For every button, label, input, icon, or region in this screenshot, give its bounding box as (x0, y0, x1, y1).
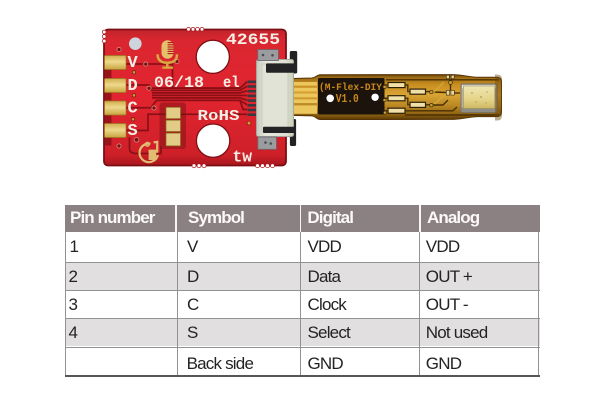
svg-text:S: S (128, 122, 138, 141)
svg-text:el: el (223, 74, 240, 92)
svg-text:V: V (128, 54, 139, 73)
svg-text:V1.0: V1.0 (336, 92, 359, 106)
svg-text:(M-Flex-DIY: (M-Flex-DIY (319, 82, 382, 94)
svg-text:06/18: 06/18 (154, 74, 204, 92)
svg-text:42655: 42655 (226, 31, 280, 49)
svg-text:RoHS: RoHS (198, 108, 240, 125)
svg-text:C: C (128, 100, 138, 119)
svg-text:D: D (128, 77, 138, 96)
svg-text:tw: tw (233, 149, 253, 168)
